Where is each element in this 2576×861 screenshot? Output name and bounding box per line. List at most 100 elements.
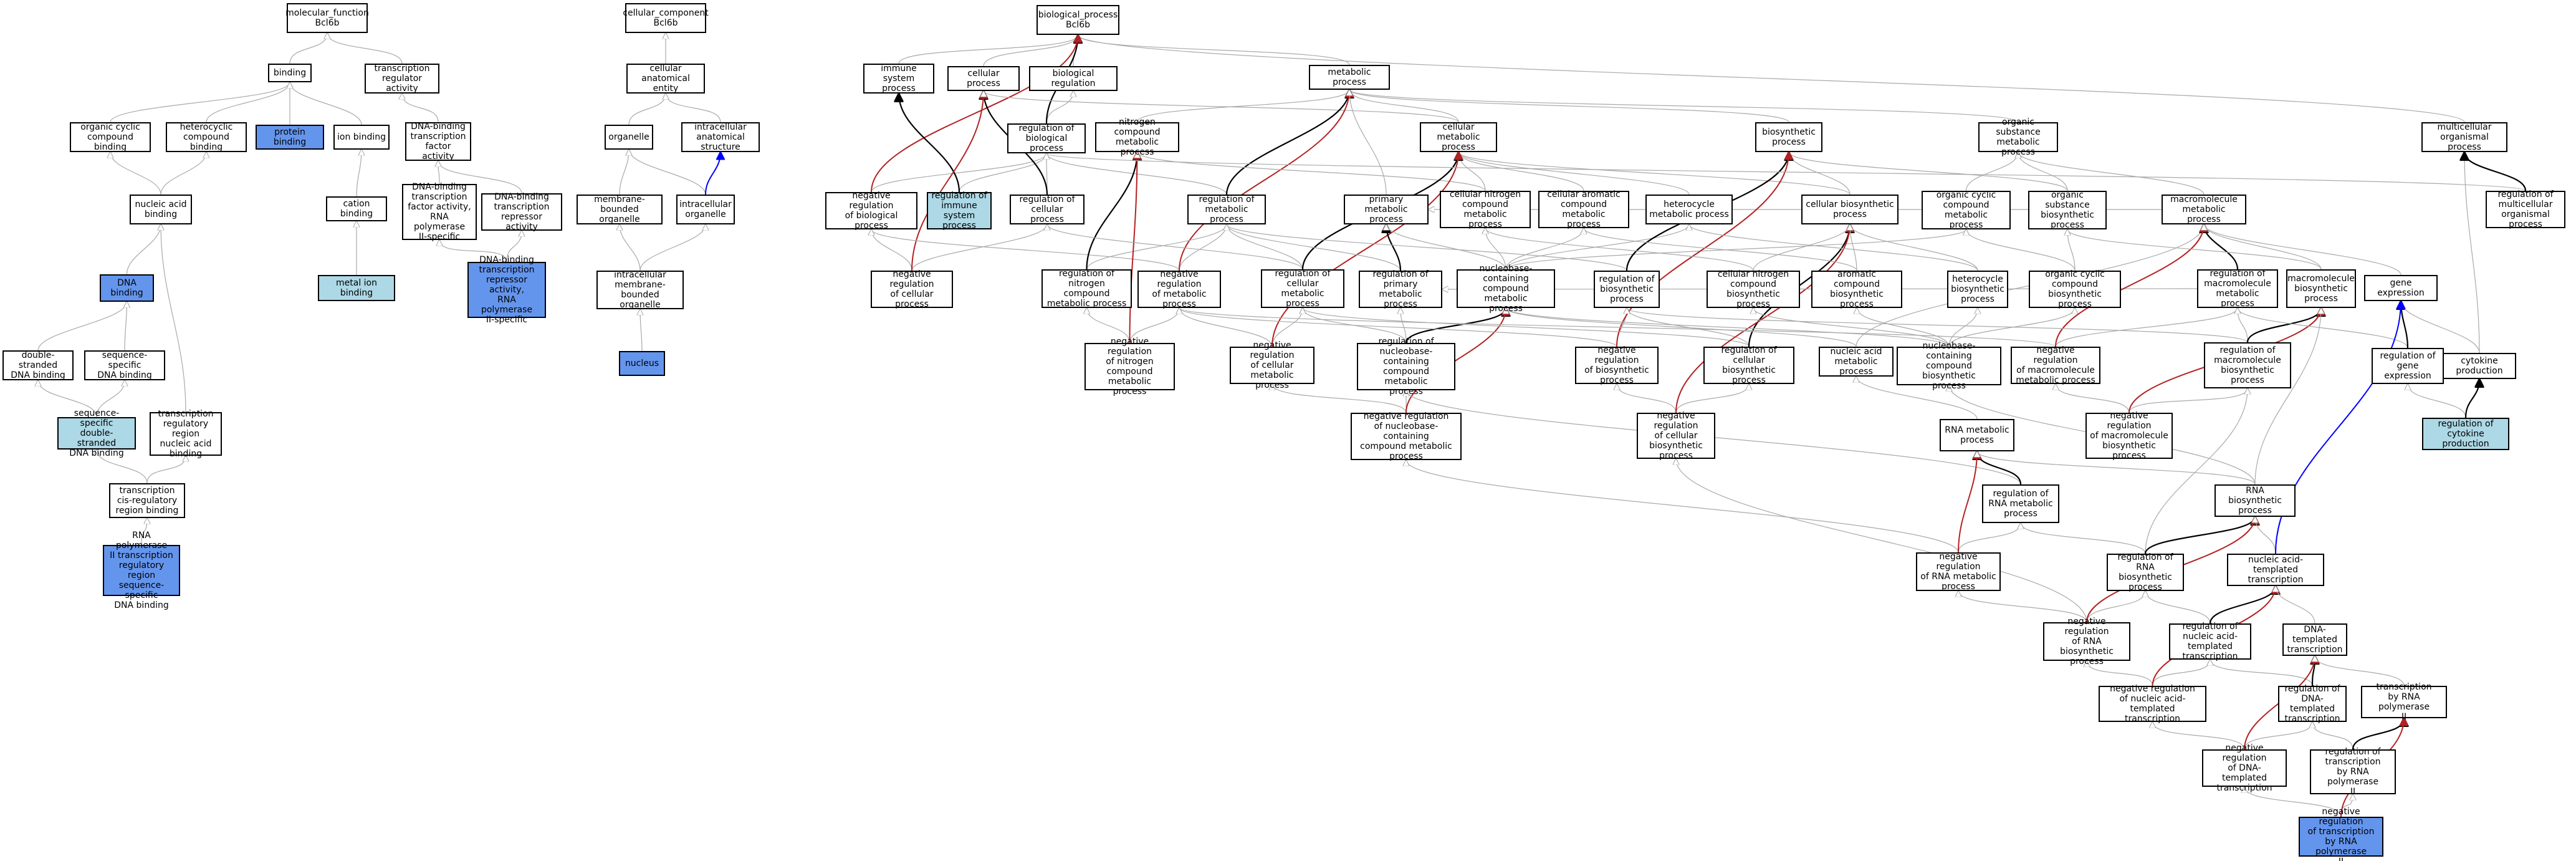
term-node-ias[interactable]: intracellular anatomical structure <box>681 122 760 152</box>
term-node-isp[interactable]: immune system process <box>863 64 934 94</box>
term-node-dtt[interactable]: DNA-templated transcription <box>2282 623 2347 656</box>
term-node-organelle[interactable]: organelle <box>605 125 653 150</box>
term-node-natt[interactable]: nucleic acid-templated transcription <box>2227 554 2324 586</box>
term-node-rmp[interactable]: regulation of metabolic process <box>1187 195 1266 224</box>
term-node-osbp[interactable]: organic substance biosynthetic process <box>2028 190 2107 230</box>
term-node-mop[interactable]: multicellular organismal process <box>2421 122 2507 152</box>
term-node-binding[interactable]: binding <box>268 64 312 82</box>
term-node-rdtt[interactable]: regulation of DNA-templated transcriptio… <box>2278 684 2347 724</box>
term-node-rcbp[interactable]: regulation of cellular biosynthetic proc… <box>1703 345 1794 385</box>
term-node-ge[interactable]: gene expression <box>2364 275 2438 301</box>
term-node-dbtra[interactable]: DNA-binding transcription repressor acti… <box>481 192 562 232</box>
term-node-rcyp[interactable]: regulation of cytokine production <box>2422 418 2509 450</box>
term-node-nrbsp[interactable]: negative regulation of biosynthetic proc… <box>1575 345 1659 385</box>
term-node-io[interactable]: intracellular organelle <box>676 195 735 224</box>
term-node-heterocyclic_binding[interactable]: heterocyclic compound binding <box>166 122 247 152</box>
term-node-nucleic_acid_binding[interactable]: nucleic acid binding <box>130 195 192 224</box>
term-node-rbp[interactable]: regulation of biological process <box>1007 123 1086 153</box>
term-node-cncmp[interactable]: cellular nitrogen compound metabolic pro… <box>1440 190 1531 229</box>
term-node-bsp[interactable]: biosynthetic process <box>1755 122 1822 152</box>
term-node-nrmacbp[interactable]: negative regulation of macromolecule bio… <box>2085 411 2173 461</box>
term-node-rmop[interactable]: regulation of multicellular organismal p… <box>2486 190 2565 229</box>
term-node-nambp[interactable]: nucleic acid metabolic process <box>1819 347 1894 377</box>
term-node-rrnabp[interactable]: regulation of RNA biosynthetic process <box>2107 552 2184 592</box>
term-node-rtpol2[interactable]: regulation of transcription by RNA polym… <box>2310 747 2396 797</box>
term-node-rmacbp[interactable]: regulation of macromolecule biosynthetic… <box>2204 342 2291 388</box>
term-node-trr_binding[interactable]: transcription regulatory region nucleic … <box>150 409 222 459</box>
term-node-ds_dna_binding[interactable]: double-stranded DNA binding <box>2 350 74 380</box>
term-node-nrrnamp[interactable]: negative regulation of RNA metabolic pro… <box>1916 552 2001 592</box>
term-node-rpmp[interactable]: regulation of primary metabolic process <box>1359 269 1442 309</box>
term-node-cis_binding[interactable]: transcription cis-regulatory region bind… <box>109 483 185 518</box>
term-node-hbp[interactable]: heterocycle biosynthetic process <box>1947 271 2008 308</box>
term-node-dbtfa_pol2[interactable]: DNA-binding transcription factor activit… <box>402 182 477 242</box>
term-node-nbcmp[interactable]: nucleobase-containing compound metabolic… <box>1457 264 1555 314</box>
term-node-nrncmp[interactable]: negative regulation of nitrogen compound… <box>1085 337 1175 397</box>
term-node-nbcbp[interactable]: nucleobase-containing compound biosynthe… <box>1897 341 2001 391</box>
term-node-rmacmp[interactable]: regulation of macromolecule metabolic pr… <box>2197 269 2278 309</box>
term-node-rcmp[interactable]: regulation of cellular metabolic process <box>1261 269 1344 309</box>
term-node-rnbcmp[interactable]: regulation of nucleobase-containing comp… <box>1357 337 1455 397</box>
term-node-ssds_dna_binding[interactable]: sequence-specific double-stranded DNA bi… <box>57 408 136 458</box>
term-node-rcp[interactable]: regulation of cellular process <box>1010 195 1085 224</box>
term-node-dbtfa[interactable]: DNA-binding transcription factor activit… <box>405 122 471 161</box>
term-node-bp_root[interactable]: biological_process Bcl6b <box>1037 5 1119 35</box>
edge-is-a-pmp-to-mp <box>1349 90 1387 195</box>
term-node-rnamp[interactable]: RNA metabolic process <box>1940 419 2014 451</box>
term-node-tpol2[interactable]: transcription by RNA polymerase II <box>2361 682 2447 722</box>
term-node-cncbp[interactable]: cellular nitrogen compound biosynthetic … <box>1707 269 1800 309</box>
term-node-metal_ion_binding[interactable]: metal ion binding <box>318 275 395 301</box>
term-node-breg[interactable]: biological regulation <box>1029 66 1118 91</box>
term-node-cc_root[interactable]: cellular_component Bcl6b <box>623 3 709 33</box>
term-node-pmp[interactable]: primary metabolic process <box>1344 195 1429 224</box>
term-node-hmp[interactable]: heterocycle metabolic process <box>1645 195 1733 224</box>
term-node-nrnbcmp[interactable]: negative regulation of nucleobase-contai… <box>1351 411 1462 461</box>
term-node-nrnatt[interactable]: negative regulation of nucleic acid-temp… <box>2099 684 2206 724</box>
term-node-cbp[interactable]: cellular biosynthetic process <box>1801 195 1898 224</box>
term-node-cp[interactable]: cellular process <box>947 66 1020 91</box>
term-node-nrdtt[interactable]: negative regulation of DNA-templated tra… <box>2202 743 2287 793</box>
term-node-osmp[interactable]: organic substance metabolic process <box>1978 117 2058 157</box>
term-node-nrmacmp[interactable]: negative regulation of macromolecule met… <box>2011 345 2100 385</box>
term-node-rge[interactable]: regulation of gene expression <box>2372 348 2444 384</box>
term-node-occbp[interactable]: organic cyclic compound biosynthetic pro… <box>2029 269 2121 309</box>
term-node-nrtpol2[interactable]: negative regulation of transcription by … <box>2299 807 2383 861</box>
term-node-cyp[interactable]: cytokine production <box>2443 353 2516 379</box>
term-node-nrrnabp[interactable]: negative regulation of RNA biosynthetic … <box>2043 617 2130 666</box>
term-node-tra[interactable]: transcription regulator activity <box>365 64 439 94</box>
term-node-occmp[interactable]: organic cyclic compound metabolic proces… <box>1922 190 2011 230</box>
term-node-acbp[interactable]: aromatic compound biosynthetic process <box>1811 269 1902 309</box>
term-node-organic_cyclic_binding[interactable]: organic cyclic compound binding <box>70 122 151 152</box>
term-node-nrmp[interactable]: negative regulation of metabolic process <box>1137 269 1221 309</box>
term-node-nrbp[interactable]: negative regulation of biological proces… <box>825 191 917 231</box>
term-node-ion_binding[interactable]: ion binding <box>333 125 390 150</box>
term-node-ss_dna_binding[interactable]: sequence-specific DNA binding <box>84 350 165 380</box>
term-node-mbo[interactable]: membrane-bounded organelle <box>577 195 663 224</box>
term-node-rrnamp[interactable]: regulation of RNA metabolic process <box>1982 484 2059 523</box>
term-node-cmp[interactable]: cellular metabolic process <box>1420 122 1497 152</box>
term-node-dbtra_pol2[interactable]: DNA-binding transcription repressor acti… <box>467 255 546 325</box>
term-node-mf_root[interactable]: molecular_function Bcl6b <box>285 3 369 33</box>
term-node-dna_binding[interactable]: DNA binding <box>100 274 154 302</box>
term-node-ncmp[interactable]: nitrogen compound metabolic process <box>1095 117 1179 157</box>
term-node-pol2_trr_binding[interactable]: RNA polymerase II transcription regulato… <box>103 531 180 610</box>
term-node-nrcp[interactable]: negative regulation of cellular process <box>871 269 953 309</box>
term-node-nucleus[interactable]: nucleus <box>619 351 665 376</box>
term-node-caromp[interactable]: cellular aromatic compound metabolic pro… <box>1538 190 1629 229</box>
term-node-cae[interactable]: cellular anatomical entity <box>626 64 705 94</box>
term-node-macbp[interactable]: macromolecule biosynthetic process <box>2286 269 2356 308</box>
term-node-nrcmp[interactable]: negative regulation of cellular metaboli… <box>1230 340 1314 390</box>
term-node-rncmp[interactable]: regulation of nitrogen compound metaboli… <box>1041 269 1132 309</box>
term-node-rnabp[interactable]: RNA biosynthetic process <box>2214 484 2296 517</box>
term-node-rbsp[interactable]: regulation of biosynthetic process <box>1594 271 1660 308</box>
term-node-rnatt[interactable]: regulation of nucleic acid-templated tra… <box>2169 622 2251 661</box>
term-node-macmp[interactable]: macromolecule metabolic process <box>2162 195 2246 224</box>
term-node-cation_binding[interactable]: cation binding <box>326 196 387 221</box>
edge-is-a-nucleus-to-imbo <box>640 309 642 352</box>
term-node-mp[interactable]: metabolic process <box>1309 65 1390 90</box>
edge-negatively-regulates-nrrnamp-to-rnamp <box>1958 451 1977 553</box>
term-node-nrcbp[interactable]: negative regulation of cellular biosynth… <box>1637 411 1715 461</box>
term-node-risp[interactable]: regulation of immune system process <box>927 191 992 231</box>
term-node-protein_binding[interactable]: protein binding <box>256 125 324 150</box>
term-node-imbo[interactable]: intracellular membrane-bounded organelle <box>596 270 684 310</box>
